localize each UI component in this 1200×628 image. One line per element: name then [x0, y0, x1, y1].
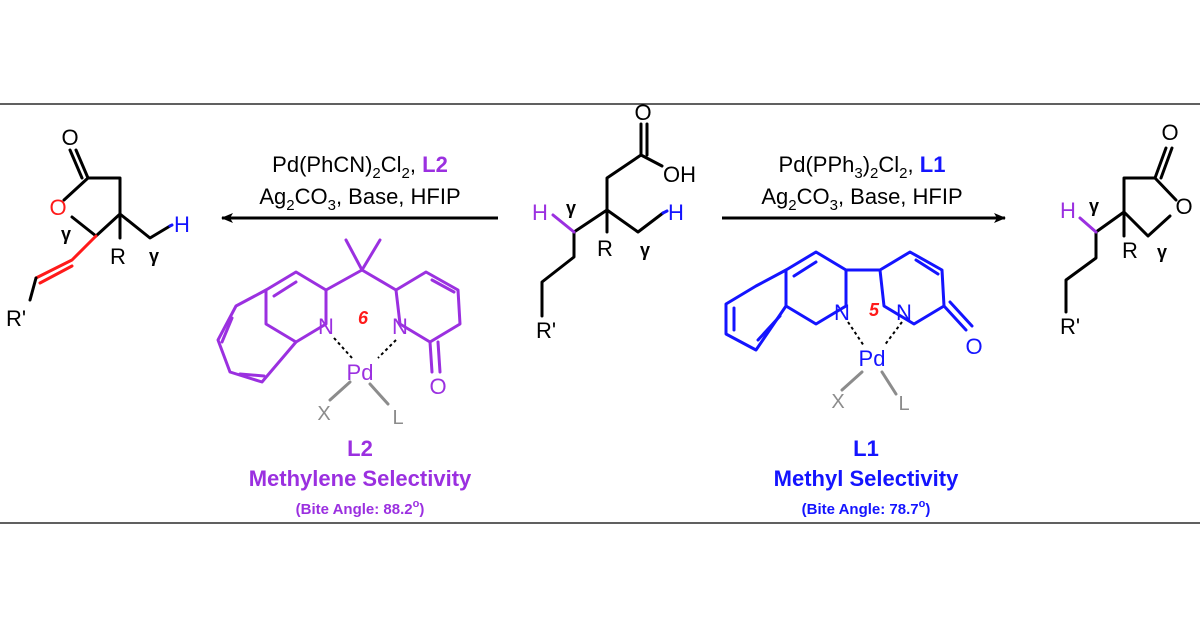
left-product-h: H	[174, 212, 190, 237]
l1-n-left: N	[834, 300, 850, 325]
l1-n-right: N	[896, 300, 912, 325]
l1-selectivity: Methyl Selectivity	[774, 466, 959, 491]
right-product-carbonyl-o: O	[1161, 120, 1178, 145]
substrate-h-left: H	[532, 200, 548, 225]
ligand-l2-complex: N N Pd X L O 6 L2 Methylene Selectivity …	[216, 238, 472, 518]
ligand-l1-complex: N N Pd X L O 5 L1 Methyl Selectivity (Bi…	[724, 250, 983, 518]
left-product-gamma-methyl: γ	[149, 246, 159, 266]
right-product-gamma-ring: γ	[1157, 242, 1167, 262]
substrate-carbonyl-o: O	[634, 100, 651, 125]
l2-l: L	[392, 407, 403, 429]
l1-l: L	[898, 393, 909, 415]
substrate-gamma-left: γ	[566, 198, 576, 218]
substrate-gamma-right: γ	[640, 240, 650, 260]
left-product-molecule: O O H γ γ R R'	[6, 125, 190, 331]
l1-pd: Pd	[859, 346, 886, 371]
l1-o: O	[965, 334, 982, 359]
l1-x: X	[831, 391, 844, 413]
l1-ring-size: 5	[869, 300, 880, 320]
substrate-oh: OH	[663, 162, 696, 187]
right-product-molecule: O O H γ γ R R'	[1060, 120, 1193, 339]
substrate-h-right: H	[668, 200, 684, 225]
substrate-r-prime: R'	[536, 318, 556, 343]
l1-bite-angle: (Bite Angle: 78.7o)	[802, 498, 931, 518]
l2-n-left: N	[318, 314, 334, 339]
right-conditions-line2: Ag2CO3, Base, HFIP	[761, 184, 962, 214]
right-product-r: R	[1122, 238, 1138, 263]
right-product-r-prime: R'	[1060, 314, 1080, 339]
left-conditions-line2: Ag2CO3, Base, HFIP	[259, 184, 460, 214]
left-product-ring-o: O	[49, 195, 66, 220]
right-product-gamma-left: γ	[1089, 196, 1099, 216]
l2-pd: Pd	[347, 360, 374, 385]
left-conditions-line1: Pd(PhCN)2Cl2, L2	[272, 152, 448, 182]
right-product-ring-o: O	[1175, 194, 1192, 219]
l2-n-right: N	[392, 314, 408, 339]
l2-name: L2	[347, 436, 373, 461]
l2-ring-size: 6	[358, 308, 369, 328]
l2-selectivity: Methylene Selectivity	[249, 466, 472, 491]
substrate-r: R	[597, 236, 613, 261]
l1-name: L1	[853, 436, 879, 461]
l2-o: O	[429, 374, 446, 399]
left-product-carbonyl-o: O	[61, 125, 78, 150]
left-product-r-prime: R'	[6, 306, 26, 331]
right-product-h: H	[1060, 198, 1076, 223]
substrate-molecule: O OH H H γ γ R R'	[532, 100, 696, 343]
left-product-r: R	[110, 244, 126, 269]
l2-bite-angle: (Bite Angle: 88.2o)	[296, 498, 425, 518]
l2-x: X	[317, 403, 330, 425]
right-conditions-line1: Pd(PPh3)2Cl2, L1	[779, 152, 946, 182]
left-product-gamma-ring: γ	[61, 224, 71, 244]
